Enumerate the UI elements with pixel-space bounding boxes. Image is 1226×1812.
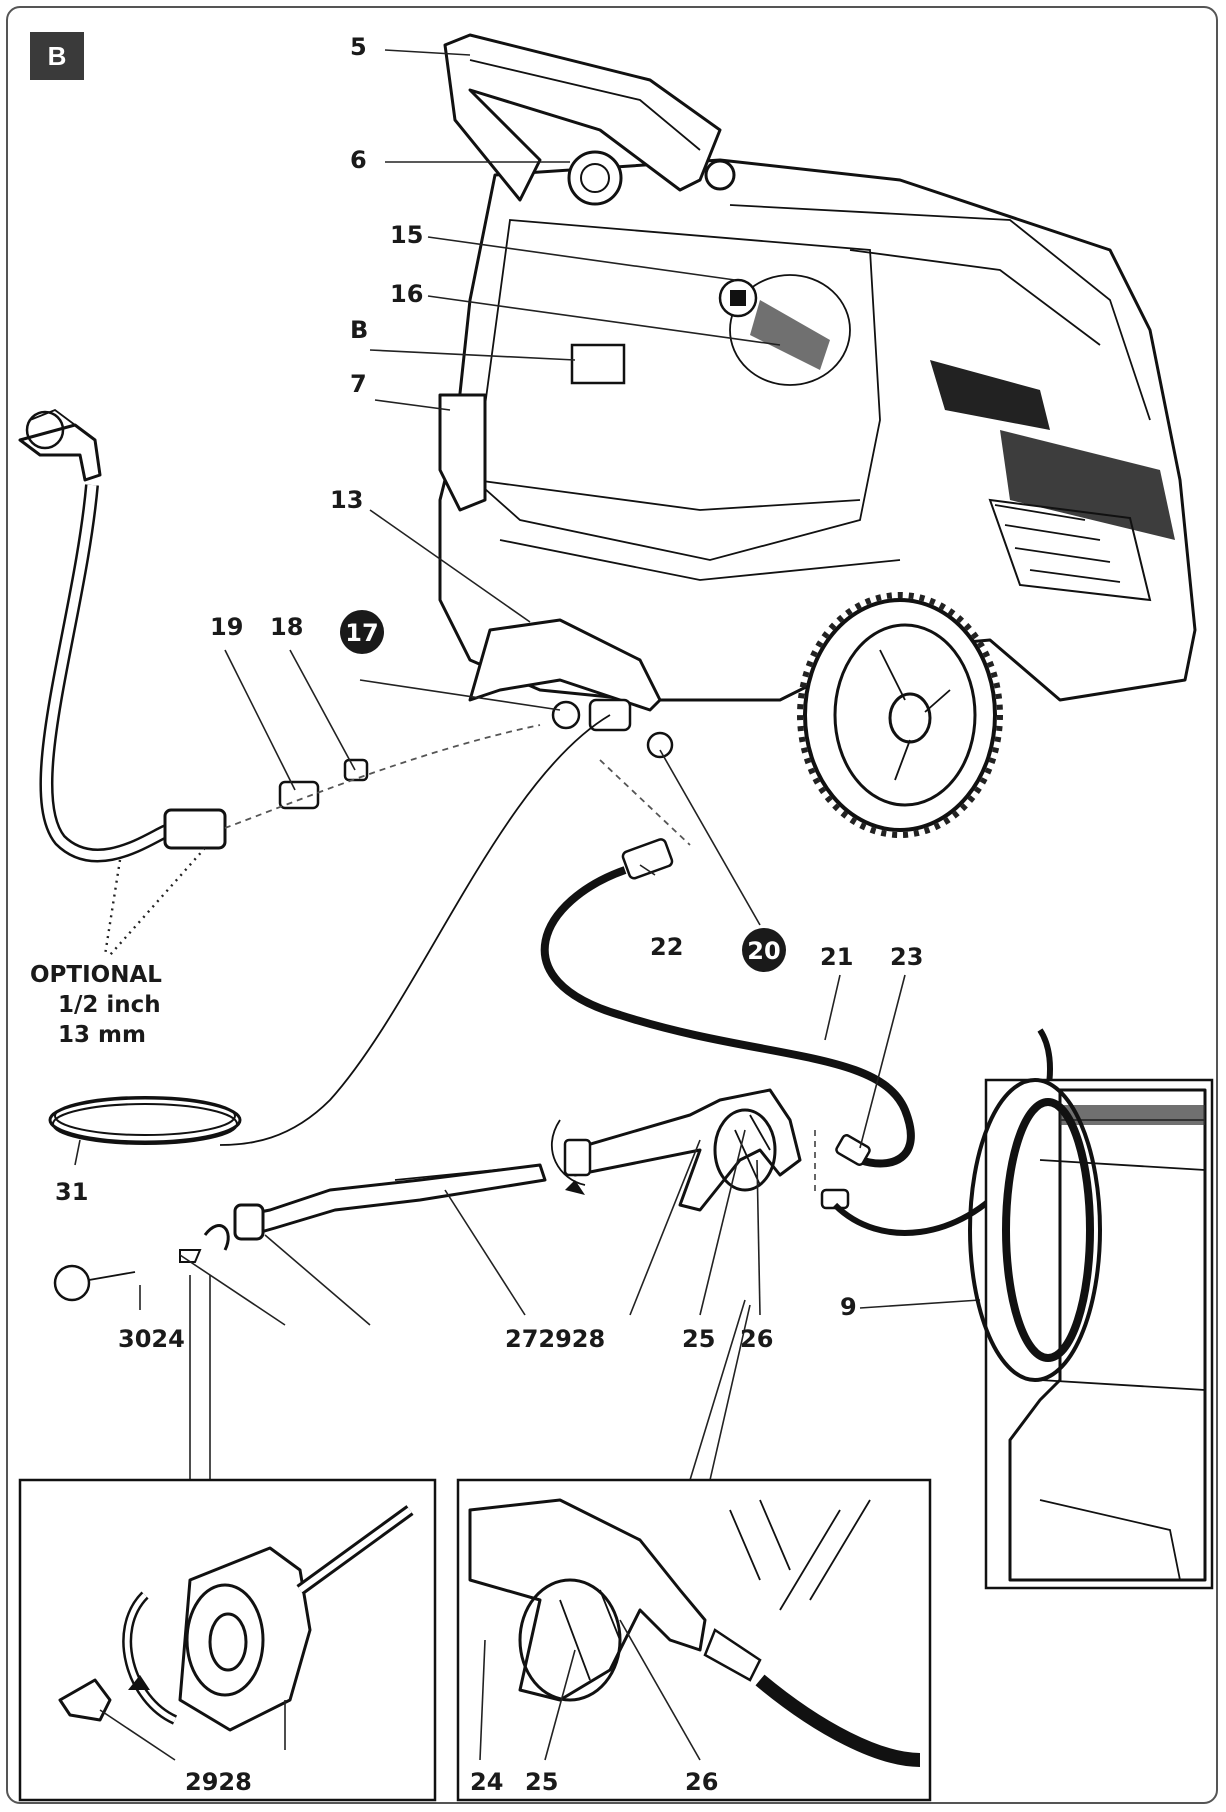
- leader-lines: [74, 49, 981, 1481]
- callout-24: 24: [470, 1768, 503, 1796]
- callout-6: 6: [350, 146, 367, 174]
- nozzle-and-key: [53, 1249, 202, 1302]
- hose-reel-inset: [968, 1078, 1214, 1590]
- svg-text:17: 17: [345, 619, 378, 647]
- callout-3024: 3024: [118, 1325, 185, 1353]
- callout-9: 9: [840, 1293, 857, 1321]
- water-tap: [18, 408, 102, 482]
- diagram-frame: [6, 6, 1218, 1804]
- outlet-connectors: [551, 698, 674, 759]
- nozzle-detail-inset: [18, 1478, 437, 1802]
- lance: [203, 1163, 547, 1251]
- callout-25-main: 25: [682, 1325, 715, 1353]
- svg-text:20: 20: [747, 937, 780, 965]
- callout-25-detail: 25: [525, 1768, 558, 1796]
- callout-23: 23: [890, 943, 923, 971]
- hose-end-23: [835, 1134, 871, 1166]
- hp-hose-21: [540, 866, 915, 1168]
- side-holder: [438, 393, 487, 512]
- callout-21: 21: [820, 943, 853, 971]
- callout-7: 7: [350, 370, 367, 398]
- optional-note-line1: OPTIONAL: [30, 962, 162, 988]
- filter-18: [343, 758, 369, 782]
- connector-22: [621, 838, 674, 880]
- trigger-gun: [550, 1088, 802, 1212]
- hose-coupling: [163, 808, 227, 850]
- callout-circle-20: 20: [742, 928, 786, 972]
- main-switch-knob: [567, 150, 623, 206]
- callout-15: 15: [390, 221, 423, 249]
- optional-indicator-lines: [103, 847, 206, 956]
- hose-31: [219, 714, 611, 1146]
- callout-5: 5: [350, 33, 367, 61]
- connector-19: [278, 780, 320, 810]
- callout-26-detail: 26: [685, 1768, 718, 1796]
- handle: [443, 33, 736, 202]
- callout-2928: 2928: [185, 1768, 252, 1796]
- optional-note-line2: 1/2 inch: [58, 992, 161, 1018]
- callout-circle-17: 17: [340, 610, 384, 654]
- inlet-assembly-guide: [224, 724, 541, 829]
- callout-26-main: 26: [740, 1325, 773, 1353]
- callout-18: 18: [270, 613, 303, 641]
- front-bar: [468, 618, 662, 712]
- gun-detail-inset: [456, 1478, 932, 1802]
- panel-badge: B: [30, 32, 84, 80]
- hose-coil: [48, 1096, 242, 1145]
- optional-note-line3: 13 mm: [58, 1022, 146, 1048]
- callout-31: 31: [55, 1178, 88, 1206]
- hose-guide-22: [599, 759, 691, 846]
- callout-22: 22: [650, 933, 683, 961]
- pressure-washer-body: [438, 158, 1197, 702]
- callout-272928: 272928: [505, 1325, 605, 1353]
- wheel: [797, 592, 1003, 838]
- callout-B: B: [350, 316, 368, 344]
- callout-19: 19: [210, 613, 243, 641]
- callout-16: 16: [390, 280, 423, 308]
- callout-13: 13: [330, 486, 363, 514]
